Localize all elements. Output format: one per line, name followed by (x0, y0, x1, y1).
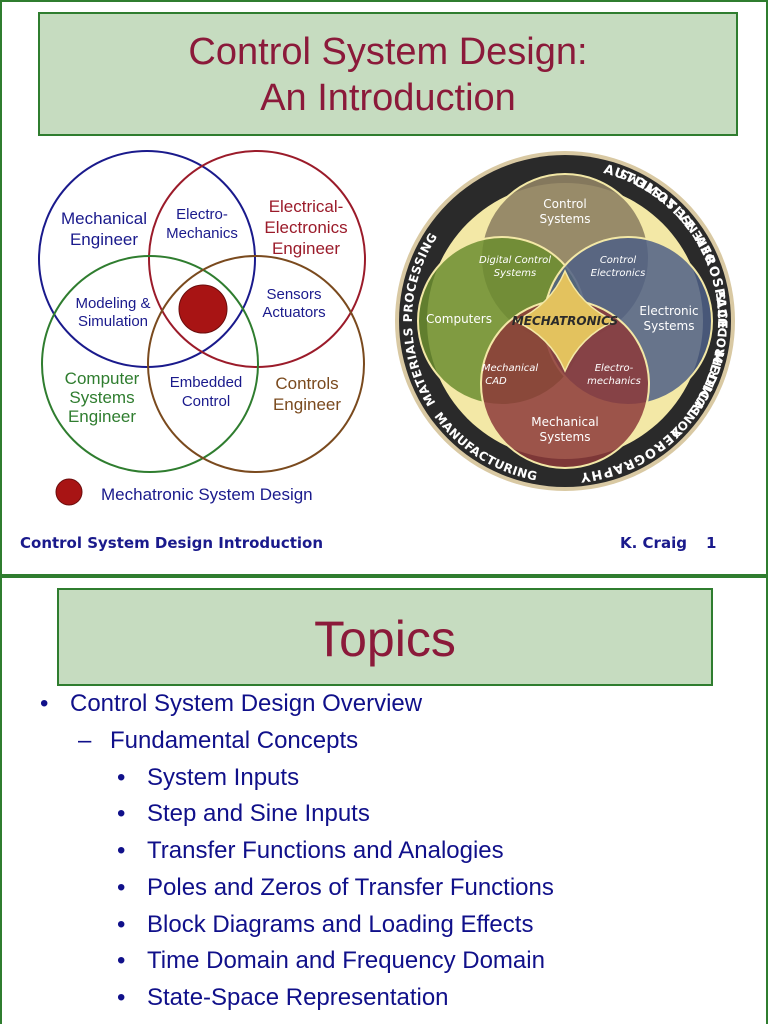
list-item: • Step and Sine Inputs (117, 800, 370, 828)
slide-1: Control System Design: An Introduction M… (0, 0, 768, 576)
label-computer-systems-engineer: Computer Systems Engineer (65, 369, 140, 426)
label-electrical-engineer: Electrical- Electronics Engineer (264, 197, 347, 258)
wheel-label-electronic-systems-1: Electronic (639, 304, 698, 318)
topic-text: Time Domain and Frequency Domain (147, 947, 545, 974)
slide-2: Topics • Control System Design Overview … (0, 576, 768, 1024)
wheel-label-mechanical-cad-2: CAD (485, 376, 507, 387)
list-item: – Fundamental Concepts (78, 727, 358, 755)
title-line-2: An Introduction (260, 77, 516, 119)
svg-text:Engineer: Engineer (272, 239, 340, 258)
wheel-label-control-electronics-2: Electronics (591, 268, 646, 279)
bullet: • (117, 984, 126, 1011)
wheel-label-electronic-systems-2: Systems (644, 319, 695, 333)
topic-text: State-Space Representation (147, 984, 449, 1011)
topic-text: Fundamental Concepts (110, 727, 359, 754)
svg-text:Engineer: Engineer (68, 407, 136, 426)
svg-text:Engineer: Engineer (70, 230, 138, 249)
topic-text: Step and Sine Inputs (147, 800, 370, 827)
bullet: • (117, 837, 126, 864)
wheel-label-mechanical-cad-1: Mechanical (482, 363, 538, 374)
topic-text: Transfer Functions and Analogies (147, 837, 504, 864)
list-item: • Time Domain and Frequency Domain (117, 947, 545, 975)
title-line-1: Control System Design: (188, 31, 588, 73)
footer-course-title: Control System Design Introduction (20, 534, 324, 552)
label-electro-mechanics: Electro- Mechanics (166, 206, 238, 242)
bullet: • (117, 800, 126, 827)
wheel-label-electro-mechanics-1: Electro- (595, 363, 634, 374)
svg-text:Actuators: Actuators (262, 304, 325, 321)
svg-text:Mechanics: Mechanics (166, 225, 238, 242)
list-item: • Control System Design Overview (40, 690, 422, 718)
footer-author: K. Craig (620, 534, 687, 552)
topic-text: Block Diagrams and Loading Effects (147, 911, 534, 938)
wheel-label-electro-mechanics-2: mechanics (587, 376, 641, 387)
venn-circle-controls (147, 255, 365, 473)
svg-text:Systems: Systems (69, 388, 134, 407)
bullet: • (117, 874, 126, 901)
wheel-label-digital-control-1: Digital Control (479, 255, 551, 266)
wheel-label-digital-control-2: Systems (494, 268, 537, 279)
svg-text:Modeling &: Modeling & (75, 295, 150, 312)
venn-circle-mechanical (38, 150, 256, 368)
venn-diagram: Mechanical Engineer Electro- Mechanics E… (38, 150, 366, 506)
list-item: • Block Diagrams and Loading Effects (117, 911, 533, 939)
svg-text:Controls: Controls (275, 374, 338, 393)
bullet: • (117, 911, 126, 938)
svg-text:Electrical-: Electrical- (269, 197, 344, 216)
svg-text:Mechanical: Mechanical (61, 209, 147, 228)
svg-text:Computer: Computer (65, 369, 140, 388)
label-controls-engineer: Controls Engineer (273, 374, 341, 414)
slide-2-title: Topics (57, 588, 713, 686)
bullet: • (40, 690, 49, 717)
mechatronics-wheel: AUTOMOTIVE AEROSPACE MEDICAL XEROGRAPHY … (395, 151, 735, 491)
svg-text:Simulation: Simulation (78, 313, 148, 330)
wheel-label-mechatronics: MECHATRONICS (512, 314, 618, 328)
topic-text: Poles and Zeros of Transfer Functions (147, 874, 554, 901)
list-item: • Poles and Zeros of Transfer Functions (117, 874, 554, 902)
wheel-label-mechanical-systems-2: Systems (540, 430, 591, 444)
wheel-label-computers: Computers (426, 312, 492, 326)
label-mechanical-engineer: Mechanical Engineer (61, 209, 147, 249)
list-item: • Transfer Functions and Analogies (117, 837, 504, 865)
svg-text:Embedded: Embedded (170, 374, 243, 391)
list-item: • State-Space Representation (117, 984, 449, 1012)
list-item: • System Inputs (117, 764, 299, 792)
wheel-label-control-systems-1: Control (543, 197, 586, 211)
dash-bullet: – (78, 727, 92, 754)
mechatronics-center-dot (178, 284, 228, 334)
svg-text:Engineer: Engineer (273, 395, 341, 414)
svg-text:Control: Control (182, 393, 230, 410)
svg-text:Electro-: Electro- (176, 206, 228, 223)
mechatronics-core (513, 269, 617, 373)
svg-text:Electronics: Electronics (264, 218, 347, 237)
topic-text: Control System Design Overview (70, 690, 423, 717)
bullet: • (117, 764, 126, 791)
slide-1-title: Control System Design: An Introduction (38, 12, 738, 136)
legend-label: Mechatronic System Design (101, 485, 313, 504)
venn-circle-electrical (148, 150, 366, 368)
wheel-label-mechanical-systems-1: Mechanical (531, 415, 599, 429)
legend-dot (55, 478, 83, 506)
svg-text:Sensors: Sensors (266, 286, 321, 303)
label-modeling-simulation: Modeling & Simulation (75, 295, 150, 330)
topic-text: System Inputs (147, 764, 300, 791)
label-sensors-actuators: Sensors Actuators (262, 286, 325, 321)
footer-page-number: 1 (706, 534, 717, 552)
venn-circle-computer (41, 255, 259, 473)
wheel-label-control-electronics-1: Control (600, 255, 637, 266)
bullet: • (117, 947, 126, 974)
wheel-label-control-systems-2: Systems (540, 212, 591, 226)
label-embedded-control: Embedded Control (170, 374, 243, 410)
